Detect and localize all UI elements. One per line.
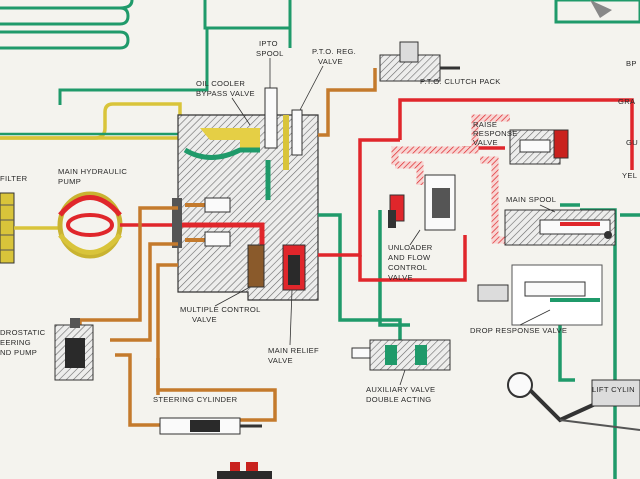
label-raise-response-1: RAISE [473, 120, 497, 129]
top-right-fragment [554, 0, 640, 24]
label-raise-response-2: RESPONSE [473, 129, 518, 138]
label-lift-cylinder: LIFT CYLIN [592, 385, 635, 394]
label-pto-reg-2: VALVE [318, 57, 343, 66]
unloader-flow-control-valve [388, 174, 456, 231]
cooler-line-coil [0, 0, 292, 105]
label-unloader-3: CONTROL [388, 263, 427, 272]
label-multiple-control-1: MULTIPLE CONTROL [180, 305, 261, 314]
label-drop-response: DROP RESPONSE VALVE [470, 326, 567, 335]
label-pto-reg-1: P.T.O. REG. [312, 47, 356, 56]
label-auxiliary-2: DOUBLE ACTING [366, 395, 432, 404]
label-unloader-2: AND FLOW [388, 253, 431, 262]
logo-fragment [217, 462, 272, 479]
drop-response-valve [477, 264, 603, 326]
raise-response-valve [509, 129, 569, 165]
label-main-pump-2: PUMP [58, 177, 81, 186]
label-main-spool: MAIN SPOOL [506, 195, 556, 204]
label-edge-ye: YEL [622, 171, 637, 180]
hydrostatic-steering-pump [54, 318, 94, 381]
label-hydrostatic-2: EERING [0, 338, 31, 347]
label-hydrostatic-1: DROSTATIC [0, 328, 46, 337]
multiple-control-valve-block [172, 87, 319, 301]
label-main-relief-1: MAIN RELIEF [268, 346, 319, 355]
filter [0, 192, 15, 264]
red-pressure-lines [318, 98, 634, 282]
label-hydrostatic-3: ND PUMP [0, 348, 37, 357]
label-edge-gra: GRA [618, 97, 636, 106]
label-main-relief-2: VALVE [268, 356, 293, 365]
label-ipto-spool-1: IPTO [259, 39, 278, 48]
label-multiple-control-2: VALVE [192, 315, 217, 324]
leader-lines [214, 58, 556, 386]
label-edge-gu: GU [626, 138, 638, 147]
label-unloader-1: UNLOADER [388, 243, 433, 252]
diagram-labels: IPTO SPOOL P.T.O. REG. VALVE P.T.O. CLUT… [0, 39, 638, 404]
yellow-line [0, 102, 182, 140]
label-edge-bp: BP [626, 59, 637, 68]
label-oil-cooler-2: BYPASS VALVE [196, 89, 255, 98]
auxiliary-valve [351, 339, 451, 371]
label-auxiliary-1: AUXILIARY VALVE [366, 385, 435, 394]
label-filter: FILTER [0, 174, 28, 183]
main-spool [504, 209, 616, 246]
label-steering-cylinder: STEERING CYLINDER [153, 395, 238, 404]
label-oil-cooler-1: OIL COOLER [196, 79, 245, 88]
label-raise-response-3: VALVE [473, 138, 498, 147]
lift-arm [507, 372, 640, 431]
steering-cylinder [159, 417, 262, 435]
label-unloader-4: VALVE [388, 273, 413, 282]
pto-clutch-pack [379, 41, 460, 82]
main-hydraulic-pump [14, 191, 180, 259]
label-ipto-spool-2: SPOOL [256, 49, 284, 58]
label-main-pump-1: MAIN HYDRAULIC [58, 167, 127, 176]
label-pto-clutch: P.T.O. CLUTCH PACK [420, 77, 501, 86]
